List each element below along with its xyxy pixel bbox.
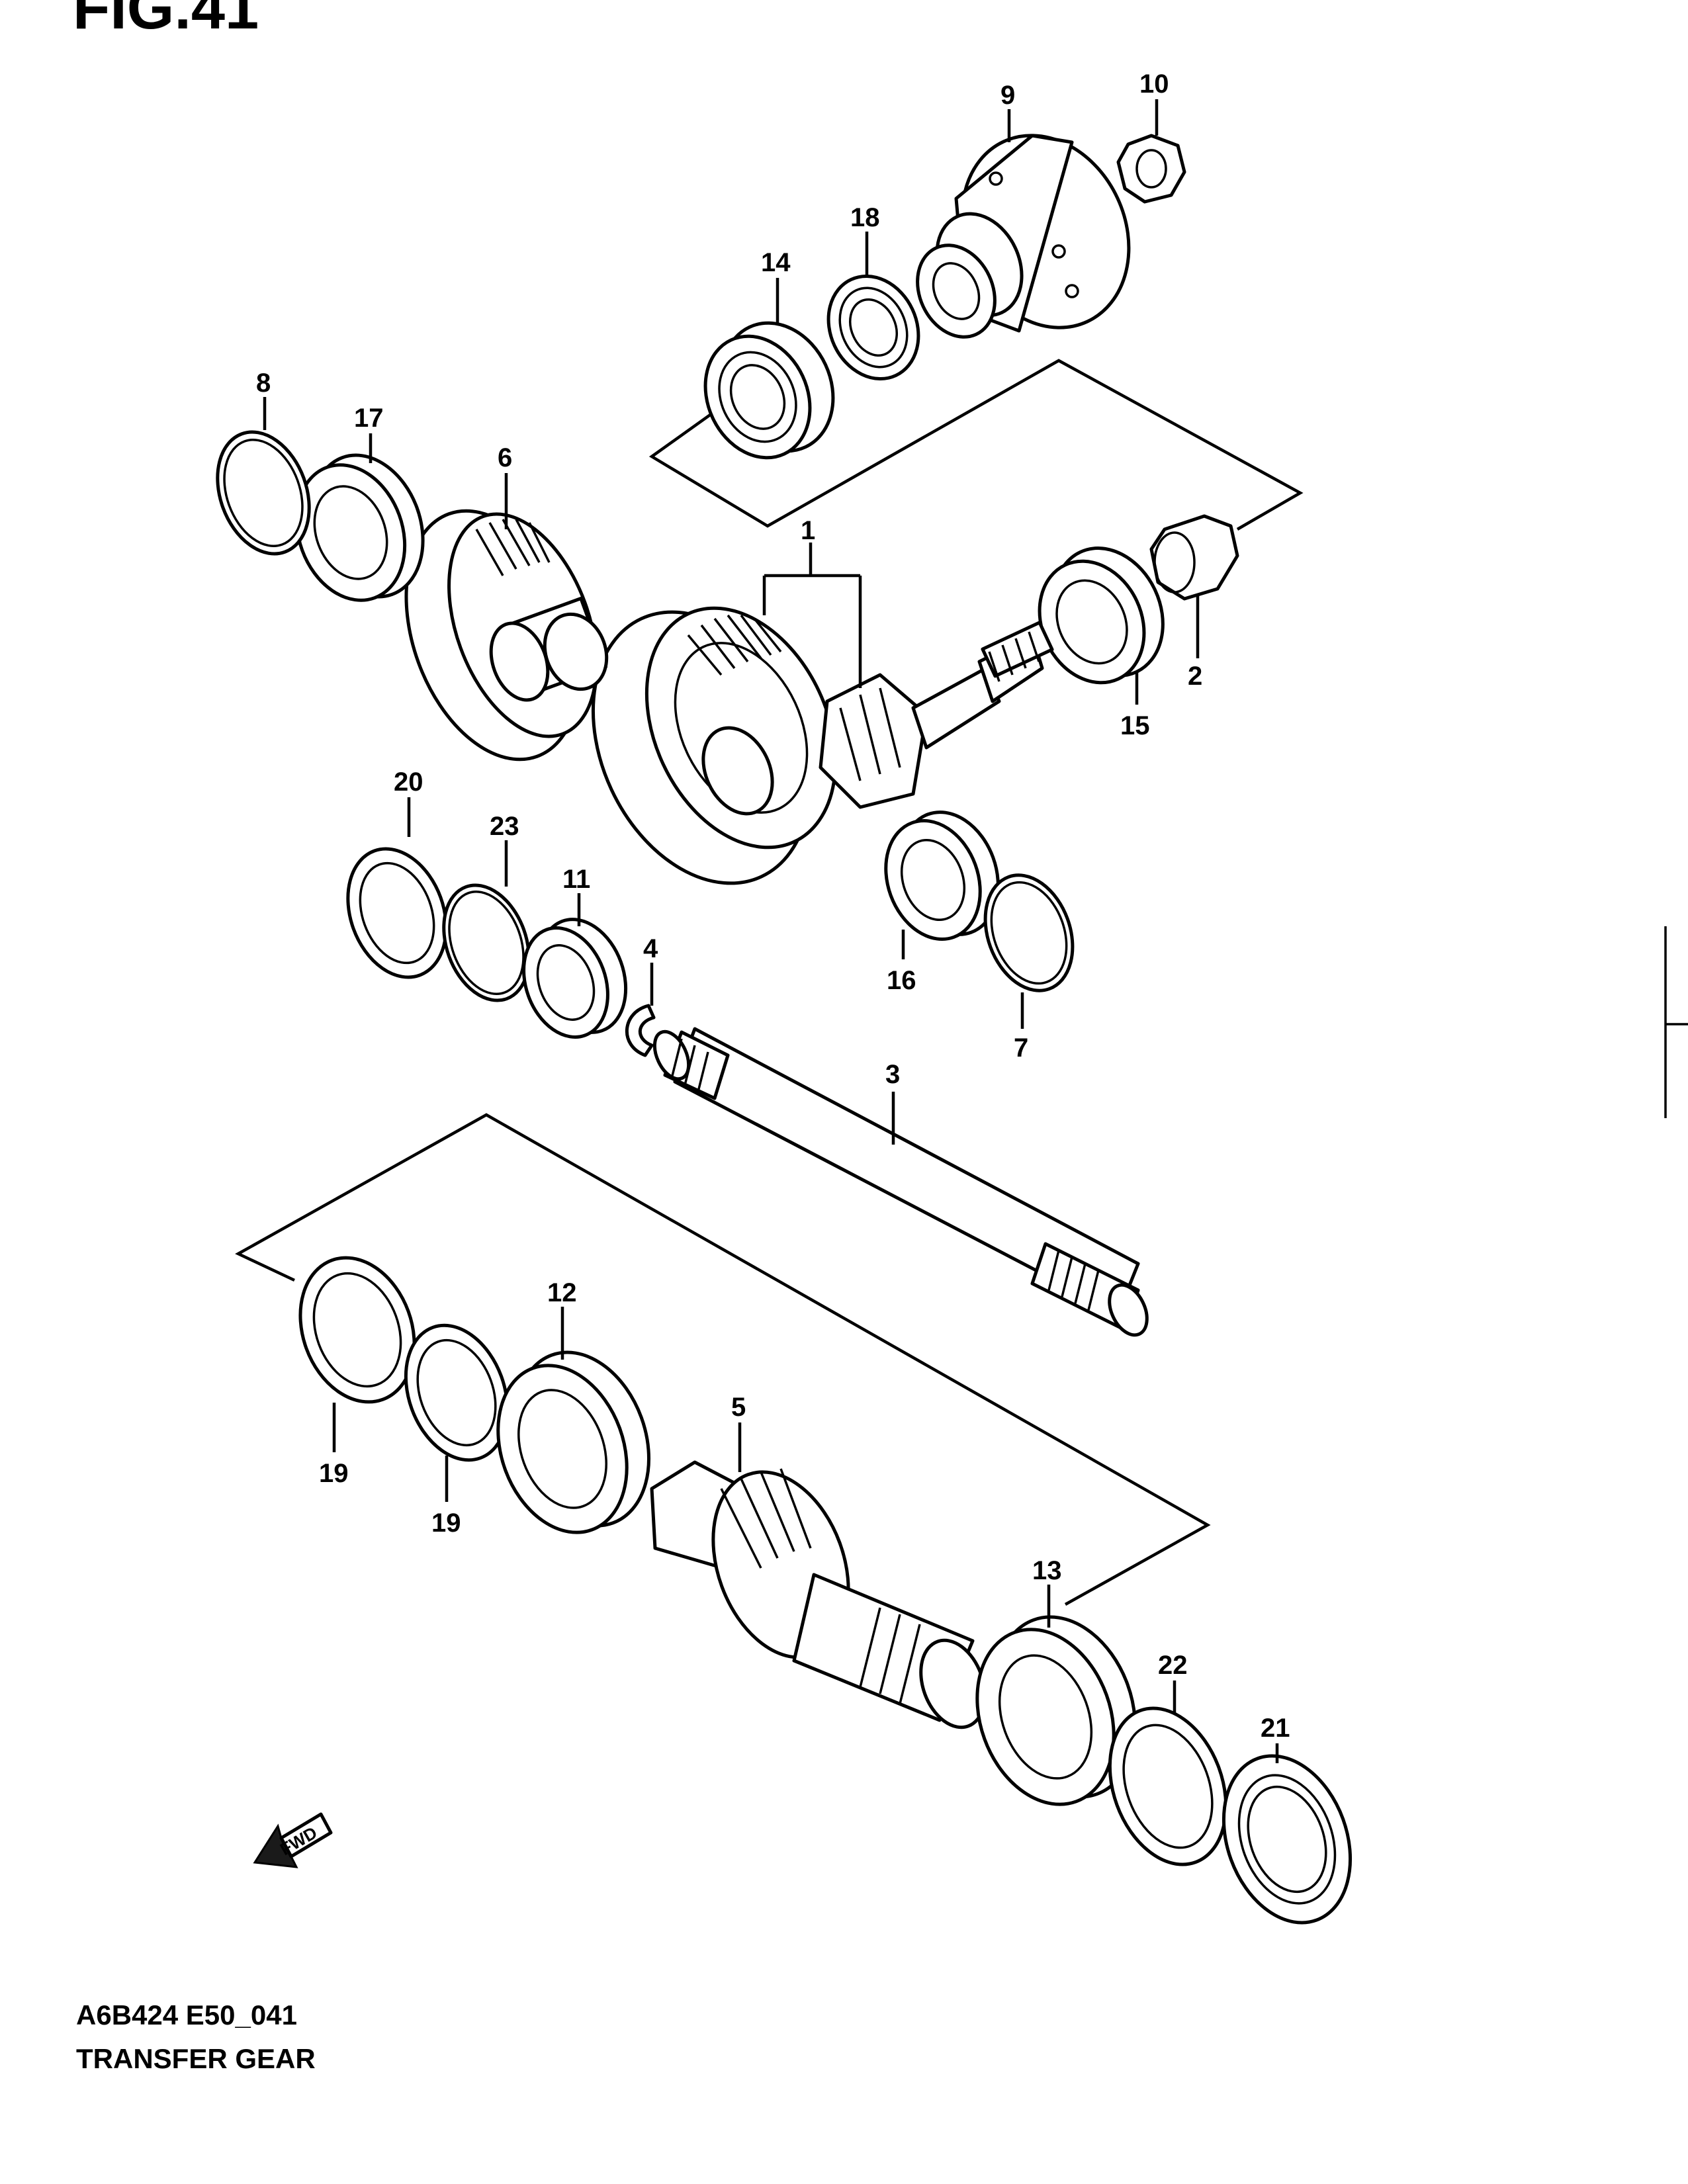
part-19-seal-b bbox=[404, 1323, 510, 1462]
part-10-nut bbox=[1116, 134, 1186, 204]
part-6-transfer-driven-gear bbox=[404, 509, 609, 762]
part-22-seal bbox=[1108, 1706, 1228, 1866]
callout-15: 15 bbox=[1120, 711, 1150, 740]
part-9-flange-housing bbox=[916, 134, 1131, 339]
lower-group-bracket bbox=[235, 1113, 1211, 1606]
callout-6: 6 bbox=[498, 443, 512, 472]
part-21-oil-seal bbox=[1222, 1754, 1353, 1925]
callout-18: 18 bbox=[850, 203, 880, 232]
figure-title: FIG.41 bbox=[73, 0, 259, 42]
part-4-retaining-clip bbox=[625, 1004, 656, 1057]
part-19-seal-a bbox=[298, 1256, 416, 1404]
callout-10: 10 bbox=[1139, 69, 1169, 99]
forward-direction-arrow: FWD bbox=[253, 1812, 333, 1868]
part-5-transfer-drive-gear bbox=[650, 1460, 987, 1729]
diagram-code: A6B424 E50_041 bbox=[76, 1999, 297, 2031]
part-14-bearing bbox=[703, 321, 835, 460]
callout-3: 3 bbox=[885, 1060, 900, 1089]
part-23-circlip bbox=[442, 883, 531, 1002]
part-1-bevel-gear-set bbox=[591, 606, 1054, 885]
callout-7: 7 bbox=[1014, 1033, 1028, 1063]
callout-20: 20 bbox=[394, 767, 423, 797]
callout-16: 16 bbox=[887, 966, 916, 995]
callout-11: 11 bbox=[562, 865, 590, 894]
upper-group-bracket bbox=[648, 359, 1304, 531]
part-16-bearing bbox=[884, 810, 1000, 941]
callout-9: 9 bbox=[1000, 81, 1015, 110]
callout-8: 8 bbox=[256, 369, 271, 398]
callout-22: 22 bbox=[1158, 1651, 1188, 1680]
part-7-snap-ring bbox=[983, 873, 1075, 992]
part-15-bearing bbox=[1038, 546, 1165, 685]
callout-4: 4 bbox=[643, 934, 658, 963]
callout-13: 13 bbox=[1032, 1556, 1062, 1585]
callout-5: 5 bbox=[731, 1393, 746, 1422]
part-2-sleeve bbox=[1149, 514, 1239, 601]
callout-12: 12 bbox=[547, 1278, 577, 1307]
part-17-bearing bbox=[294, 453, 425, 602]
callout-1: 1 bbox=[801, 516, 815, 545]
callout-23: 23 bbox=[490, 812, 519, 841]
callout-19-a: 19 bbox=[319, 1459, 349, 1488]
callout-17: 17 bbox=[354, 404, 384, 433]
part-20-oil-seal bbox=[346, 847, 448, 979]
part-8-snap-ring bbox=[216, 430, 311, 556]
callout-2: 2 bbox=[1188, 662, 1202, 691]
callout-19-b: 19 bbox=[431, 1508, 461, 1538]
part-18-oil-seal bbox=[826, 274, 920, 381]
part-11-bearing bbox=[522, 918, 628, 1039]
part-3-shaft bbox=[652, 1027, 1149, 1337]
part-12-bearing bbox=[496, 1350, 651, 1534]
diagram-title: TRANSFER GEAR bbox=[76, 2043, 316, 2074]
callout-14: 14 bbox=[761, 248, 791, 277]
part-13-bearing bbox=[975, 1615, 1137, 1806]
callout-21: 21 bbox=[1261, 1714, 1290, 1743]
